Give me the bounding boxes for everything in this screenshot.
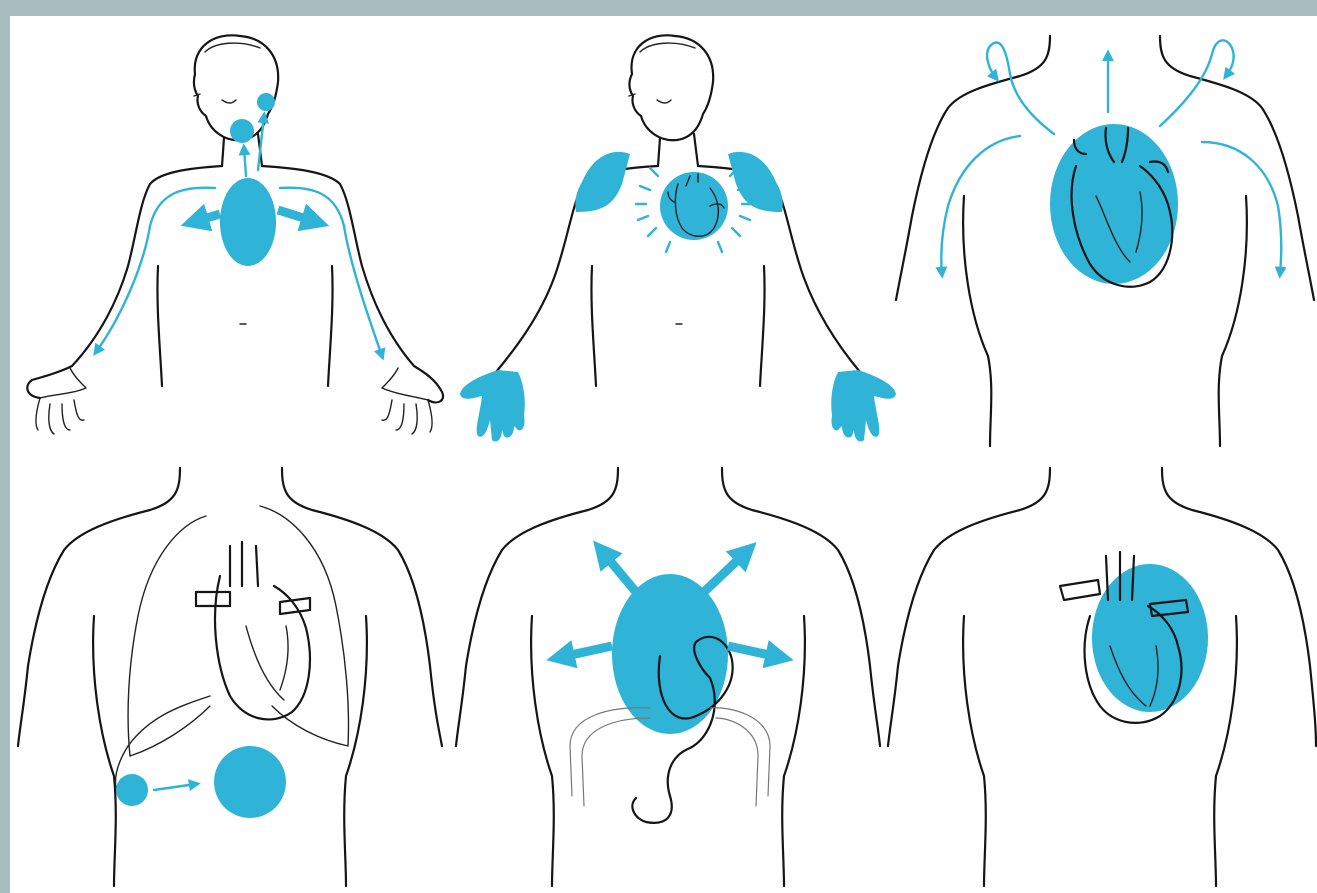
panel-2 — [460, 35, 896, 441]
pain-referral-diagram — [10, 16, 1317, 893]
panel-1 — [27, 35, 443, 434]
illustration-canvas — [10, 16, 1317, 893]
panel-4 — [18, 468, 442, 886]
panel-5 — [456, 468, 880, 886]
panel-3 — [896, 36, 1314, 446]
panel-6 — [888, 468, 1316, 886]
